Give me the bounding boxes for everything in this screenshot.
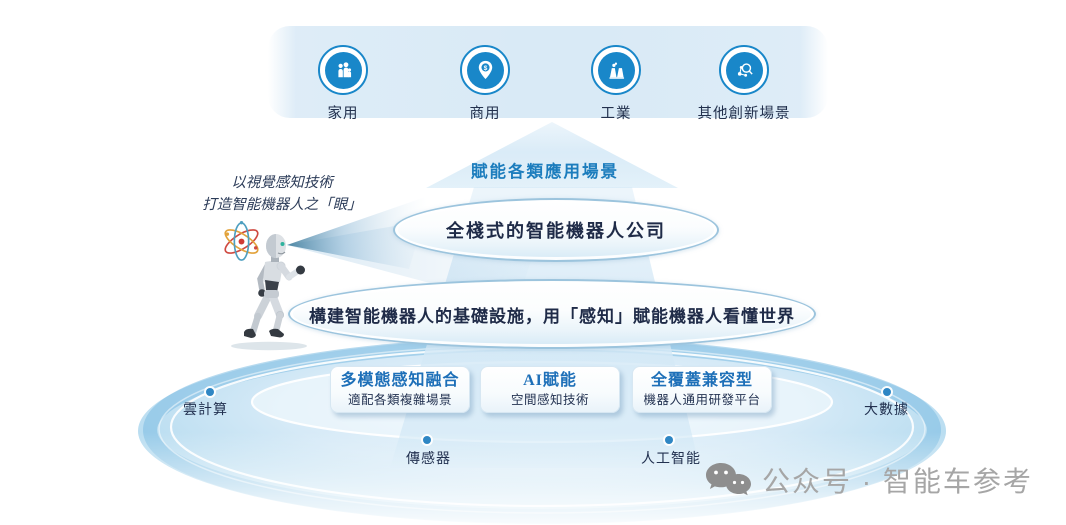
vision-caption: 以視覺感知技術 打造智能機器人之「眼」 [176,172,388,216]
foundation-dot-sensor [423,436,431,444]
scene-icon-ring [318,45,368,95]
foundation-dot-cloud [206,388,214,396]
foundation-dot-ai [665,436,673,444]
pillar-multimodal: 多模態感知融合 適配各類複雜場景 [330,366,470,413]
svg-text:$: $ [483,64,487,71]
robot-illustration [231,234,307,351]
robot-eye [280,242,285,246]
family-icon [324,51,362,89]
scene-label: 家用 [327,106,359,122]
vision-caption-line1: 以視覺感知技術 [231,175,333,191]
pillar-title: AI賦能 [523,372,577,389]
foundation-label-cloud: 雲計算 [183,403,228,418]
foundation-dot-bigdata [883,388,891,396]
robot-shadow [231,341,307,351]
scene-label: 工業 [600,106,632,122]
dollar-pin-icon: $ [466,51,504,89]
scene-item-home: 家用 [283,45,403,123]
network-search-icon [725,51,763,89]
tier-middle-text: 構建智能機器人的基礎設施，用「感知」賦能機器人看懂世界 [309,306,795,326]
scene-icon-ring: $ [460,45,510,95]
pillar-subtitle: 空間感知技術 [510,393,589,407]
foundation-label-ai: 人工智能 [641,452,701,467]
scene-icon-ring [591,45,641,95]
factory-icon [597,51,635,89]
scene-item-commercial: $ 商用 [425,45,545,123]
foundation-label-sensor: 傳感器 [406,452,451,467]
pillar-ai: AI賦能 空間感知技術 [480,366,620,413]
scene-label: 其他創新場景 [697,106,791,122]
tier-top-text: 全棧式的智能機器人公司 [446,221,666,241]
pillar-title: 多模態感知融合 [340,372,460,389]
vision-caption-line2: 打造智能機器人之「眼」 [202,197,362,213]
beam-arrow-label: 賦能各類應用場景 [471,162,619,181]
scene-label: 商用 [469,106,501,122]
scene-item-other: 其他創新場景 [684,45,804,123]
wechat-icon [706,463,751,496]
watermark-text: 公众号 · 智能车参考 [762,466,1033,497]
tier-top-ellipse: 全棧式的智能機器人公司 [393,198,719,262]
tier-middle-ellipse: 構建智能機器人的基礎設施，用「感知」賦能機器人看懂世界 [288,279,816,349]
pillar-title: 全覆蓋兼容型 [650,372,753,389]
foundation-label-bigdata: 大數據 [864,403,909,418]
pillar-subtitle: 適配各類複雜場景 [347,393,452,407]
pillar-platform: 全覆蓋兼容型 機器人通用研發平台 [632,366,772,413]
scene-icon-ring [719,45,769,95]
atom-icon [224,221,259,261]
scene-item-industrial: 工業 [556,45,676,123]
pillar-subtitle: 機器人通用研發平台 [643,393,761,407]
watermark: 公众号 · 智能车参考 [704,460,1033,500]
